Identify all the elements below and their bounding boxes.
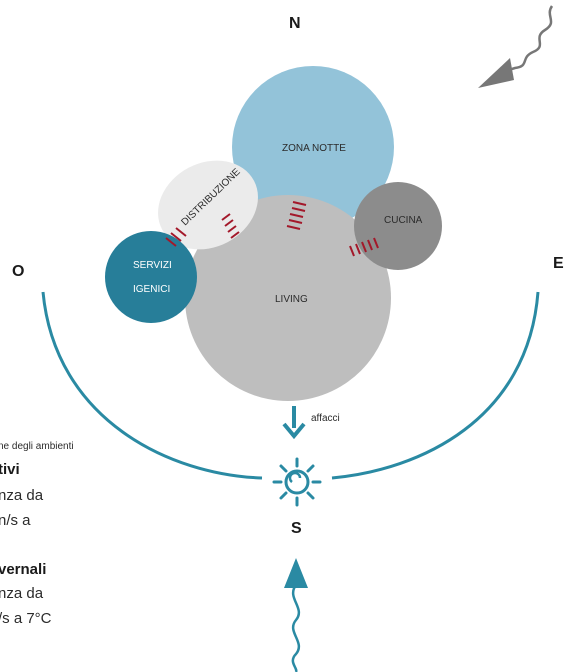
zone-servizi-igienici: [105, 231, 197, 323]
wind-arrow-icon: [478, 5, 554, 88]
legend-winter-title: vernali: [0, 561, 46, 578]
connector-hatch-notte-living: [286, 201, 307, 230]
affacci-arrow-icon: [282, 406, 306, 440]
compass-east: E: [553, 255, 564, 272]
zone-living: [185, 195, 391, 401]
zone-notte-label: ZONA NOTTE: [282, 143, 346, 154]
zone-living-label: LIVING: [275, 294, 308, 305]
zone-cucina: [354, 182, 442, 270]
legend-summer-line-1: nza da: [0, 487, 44, 504]
affacci-label: affacci: [311, 413, 340, 424]
compass-arc-right: [331, 291, 540, 480]
connector-hatch-distribuzione-living: [221, 213, 240, 239]
legend-winter-line-2: /s a 7°C: [0, 610, 52, 627]
legend-summer-title: tivi: [0, 461, 20, 478]
zone-cucina-label: CUCINA: [384, 215, 423, 226]
compass-south: S: [291, 520, 302, 537]
legend-caption: ne degli ambienti: [0, 441, 74, 452]
connector-hatch-servizi-distribuzione: [165, 227, 187, 247]
connector-hatch-cucina-living: [349, 237, 379, 257]
zone-servizi-label-2: IGENICI: [133, 284, 170, 295]
sun-icon: [272, 457, 322, 507]
zone-zona-notte: [232, 66, 394, 228]
south-wind-arrow-icon: [284, 558, 308, 672]
compass-north: N: [289, 15, 301, 32]
compass-arc: [41, 291, 263, 480]
legend-summer-line-2: n/s a: [0, 512, 31, 529]
legend-winter-line-1: nza da: [0, 585, 44, 602]
zone-servizi-label-1: SERVIZI: [133, 260, 172, 271]
compass-west: O: [12, 263, 24, 280]
